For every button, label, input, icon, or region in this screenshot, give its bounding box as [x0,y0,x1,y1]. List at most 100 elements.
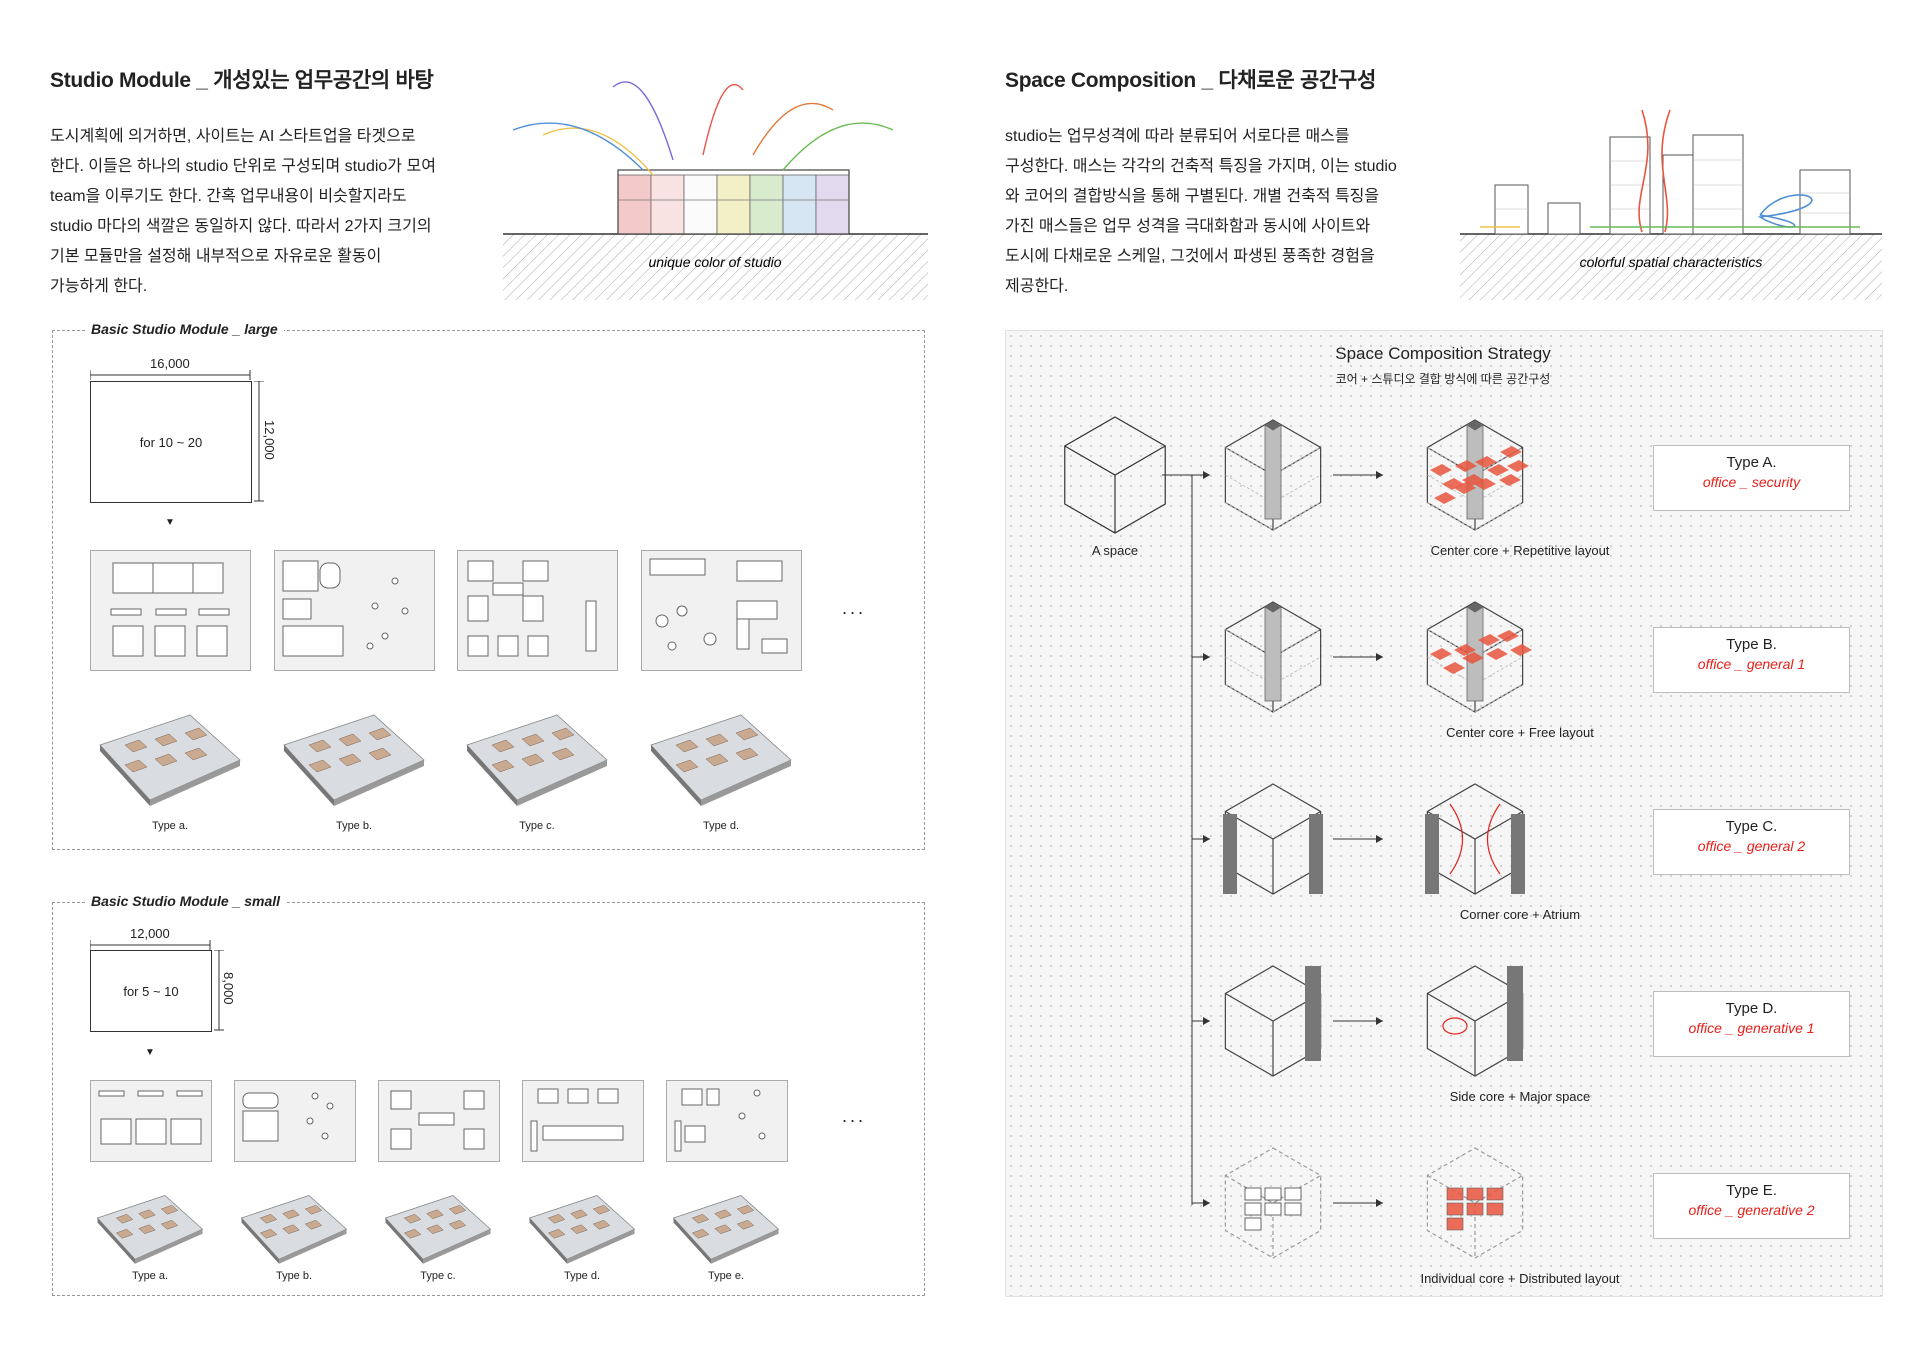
iso-desk [368,727,392,741]
iso-desk [735,727,759,741]
studio-tile [1454,644,1476,656]
studio-tile [1430,464,1452,476]
iso-model [99,714,241,806]
side-core [1305,966,1321,1061]
iso-desk [691,1228,710,1239]
left-paragraph-line: team을 이루기도 한다. 간혹 업무내용이 비슷할지라도 [50,188,407,205]
right-paragraph-line: 도시에 다채로운 스케일, 그것에서 파생된 풍족한 경험을 [1005,248,1375,265]
a-space-label: A space [1091,543,1139,558]
iso-desk [521,753,545,767]
type-card-subtitle: office _ general 1 [1697,656,1806,672]
type-card-b: Type B. office _ general 1 [1653,627,1850,693]
iso-edge [334,760,424,806]
iso-edge [701,760,791,806]
major-space-arrow [1442,1017,1468,1035]
iso-desk [160,1204,179,1215]
studio-tile [1475,456,1497,468]
small-type-label: Type b. [275,1270,313,1282]
iso-desk [735,747,759,761]
type-card-subtitle: office _ security [1702,474,1801,490]
down-arrow-icon: ▼ [165,517,175,528]
side-core [1507,966,1523,1061]
studio-tile [1443,662,1465,674]
small-type-label: Type a. [131,1270,169,1282]
floor-line [1225,684,1321,713]
left-diagram-label: unique color of studio [648,254,781,270]
iso-desk [592,1204,611,1215]
iso-desk [547,1228,566,1239]
studio-tile [1499,474,1521,486]
iso-edge [567,1229,635,1264]
small-type-label: Type d. [563,1270,601,1282]
large-type-label: Type b. [335,820,373,832]
strategy-graphics [1064,416,1532,1259]
iso-desk [403,1228,422,1239]
iso-desk [551,727,575,741]
distributed-block [1486,1202,1504,1216]
floor-line [1427,502,1523,531]
small-iso-c [384,1195,492,1264]
distributed-block [1466,1187,1484,1201]
iso-edge [673,1218,711,1264]
distributed-block [1284,1202,1302,1216]
large-iso-c [466,714,608,806]
plan-drawing [674,1088,766,1152]
small-plan-c [378,1080,500,1162]
ground-hatch [1460,234,1882,300]
strategy-title: Space Composition Strategy [1335,344,1551,363]
small-iso-a [96,1195,204,1264]
core-shaft [1264,607,1282,702]
iso-edge [385,1218,423,1264]
studio-outline [617,169,850,235]
iso-model [240,1195,348,1264]
studio-tile [1486,648,1508,660]
large-iso-d [650,714,792,806]
distributed-block [1486,1187,1504,1201]
distributed-block [1244,1217,1262,1231]
iso-model [283,714,425,806]
arrow-head-icon [1376,1017,1383,1025]
iso-desk [691,1213,710,1224]
type-card-title: Type A. [1726,454,1777,471]
large-plan-d [641,550,802,671]
core-shaft [1264,425,1282,520]
strategy-subtitle: 코어 + 스튜디오 결합 방식에 따른 공간구성 [1335,372,1551,386]
color-arrow [612,81,674,161]
color-arrow [542,127,654,176]
left-paragraph-line: 가능하게 한다. [50,278,148,295]
plan-drawing [390,1090,485,1150]
iso-desk [592,1219,611,1230]
building-masses [1494,134,1851,235]
iso-desk [448,1204,467,1215]
iso-desk [138,1209,156,1220]
small-plan-a [90,1080,212,1162]
iso-desk [115,1213,134,1224]
studio-cell [716,174,751,235]
iso-desk [154,753,178,767]
distributed-block [1446,1202,1464,1216]
studio-tile [1497,630,1519,642]
studio-tile [1507,460,1529,472]
left-paragraph-line: 도시계획에 의거하면, 사이트는 AI 스타트업을 타겟으로 [50,128,416,145]
color-arrow [512,122,644,171]
type-card-title: Type C. [1725,818,1778,835]
iso-desk [368,747,392,761]
arrow-head-icon [1203,653,1210,661]
right-title: Space Composition _ 다채로운 공간구성 [1005,69,1377,92]
iso-model [528,1195,636,1264]
plan-drawing [242,1092,334,1142]
right-paragraph-line: 가진 매스들은 업무 성격을 극대화함과 동시에 사이트와 [1005,218,1371,235]
large-plan-b [274,550,435,671]
studio-tile [1430,648,1452,660]
small-module-header: Basic Studio Module _ small [85,893,287,909]
studio-tile [1474,478,1496,490]
iso-edge [467,745,517,806]
iso-desk [304,1204,323,1215]
iso-edge [135,1229,203,1264]
right-paragraph-line: 와 코어의 결합방식을 통해 구별된다. 개별 건축적 특징을 [1005,188,1380,205]
atrium-arrow [1449,803,1463,875]
iso-desk [570,1224,588,1235]
distributed-block [1446,1217,1464,1231]
studio-tile [1434,492,1456,504]
right-paragraph-line: studio는 업무성격에 따라 분류되어 서로다른 매스를 [1005,128,1350,145]
